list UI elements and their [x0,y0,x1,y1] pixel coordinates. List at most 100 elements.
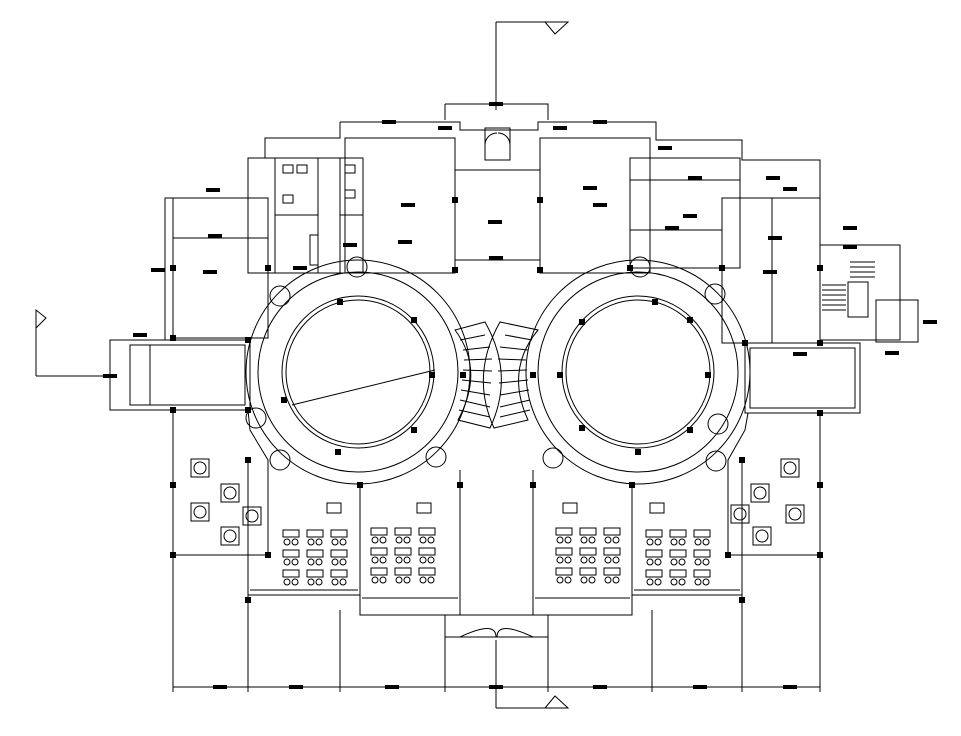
dimension-tick [593,120,607,124]
student-chair [427,556,435,564]
student-chair [556,556,564,564]
east-stair-tower [819,244,919,343]
south-entrance [444,470,549,638]
student-chair [339,558,347,566]
teacher-desk [326,502,342,514]
structural-column [245,337,251,343]
student-chair [371,556,379,564]
round-table [753,486,767,500]
student-chair [646,578,654,586]
student-chair [694,538,702,546]
student-desk [645,529,663,538]
student-chair [694,558,702,566]
table-chairs [220,526,240,546]
student-chair [291,538,299,546]
student-desk [330,549,348,558]
dimension-tick [382,120,396,124]
student-desk [669,529,687,538]
student-chair [588,536,596,544]
dimension-tick [783,685,797,689]
student-desk [555,547,573,556]
dimension-tick [923,320,937,324]
structural-column [579,319,585,325]
round-table [223,486,237,500]
dimension-tick [489,102,503,106]
table-chairs [785,504,805,524]
structural-column [411,317,417,323]
student-desk [693,569,711,578]
structural-column [817,482,823,488]
student-chair [604,556,612,564]
student-desk [603,527,621,536]
student-desk [370,547,388,556]
student-chair [564,536,572,544]
structural-column [629,482,635,488]
table-chairs [752,526,772,546]
student-chair [395,576,403,584]
student-chair [395,536,403,544]
teacher-desk [649,502,665,514]
classroom-desks [282,502,711,586]
structural-column [537,267,543,273]
dimension-tick [343,243,357,247]
dimension-tick [693,685,707,689]
dimension-tick [208,234,222,238]
structural-column [627,265,633,271]
student-chair [291,558,299,566]
student-desk [418,547,436,556]
student-desk [394,527,412,536]
student-chair [646,558,654,566]
structural-column [537,197,543,203]
round-table [245,509,259,523]
structural-column [817,265,823,271]
student-chair [612,576,620,584]
student-desk [579,567,597,576]
student-chair [419,556,427,564]
student-chair [307,538,315,546]
student-chair [379,556,387,564]
round-table [733,507,747,521]
table-chairs [190,502,210,522]
table-chairs [220,483,240,503]
student-desk [579,527,597,536]
section-marker-top [495,21,570,110]
structural-column [245,597,251,603]
student-chair [564,556,572,564]
round-table [788,507,802,521]
student-chair [678,578,686,586]
structural-column [557,372,563,378]
student-chair [670,578,678,586]
table-chairs [780,458,800,478]
student-desk [330,569,348,578]
dimension-tick [203,270,217,274]
round-table [193,461,207,475]
structural-column [429,372,435,378]
student-chair [670,558,678,566]
structural-column [530,372,536,378]
structural-column [817,340,823,346]
student-chair [315,538,323,546]
student-desk [645,549,663,558]
structural-column [170,482,176,488]
student-chair [588,556,596,564]
student-desk [603,567,621,576]
student-chair [702,558,710,566]
student-desk [282,549,300,558]
central-stairs [454,321,539,429]
student-chair [694,578,702,586]
round-table [193,505,207,519]
dimension-tick [688,176,702,180]
structural-column [457,482,463,488]
dimension-tick [553,126,567,130]
dimension-tick [683,214,697,218]
structural-column [452,267,458,273]
dimension-tick [385,685,399,689]
structural-column [817,410,823,416]
student-desk [282,529,300,538]
student-desk [555,527,573,536]
lounge-tables [190,458,805,546]
structural-column [411,427,417,433]
teacher-desk [416,502,432,514]
structural-column [579,425,585,431]
